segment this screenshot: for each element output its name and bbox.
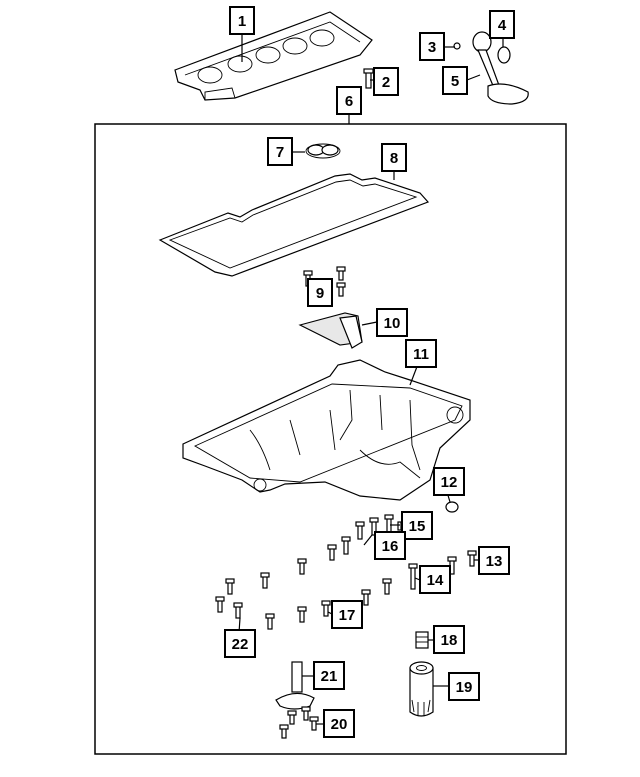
- callout-9: 9: [307, 278, 333, 307]
- part-screw-3: [453, 42, 461, 50]
- part-screws-20: [279, 706, 319, 739]
- svg-text:9: 9: [316, 285, 324, 302]
- svg-text:8: 8: [390, 150, 398, 167]
- callout-8: 8: [381, 143, 407, 172]
- callout-18: 18: [433, 625, 465, 654]
- callout-4: 4: [489, 10, 515, 39]
- callout-7: 7: [267, 137, 293, 166]
- callout-21: 21: [313, 661, 345, 690]
- svg-text:10: 10: [384, 315, 401, 332]
- svg-text:4: 4: [498, 17, 507, 34]
- svg-text:13: 13: [486, 553, 503, 570]
- svg-text:6: 6: [345, 93, 353, 110]
- part-seal-7: [305, 143, 341, 159]
- svg-text:18: 18: [441, 632, 458, 649]
- svg-text:3: 3: [428, 39, 436, 56]
- svg-text:2: 2: [382, 74, 390, 91]
- callout-10: 10: [376, 308, 408, 337]
- callout-19: 19: [448, 672, 480, 701]
- svg-text:19: 19: [456, 679, 473, 696]
- part-sensor-21: [275, 661, 315, 710]
- svg-text:1: 1: [238, 13, 246, 30]
- callout-13: 13: [478, 546, 510, 575]
- svg-text:16: 16: [382, 538, 399, 555]
- svg-text:14: 14: [427, 572, 444, 589]
- svg-text:7: 7: [276, 144, 284, 161]
- svg-text:20: 20: [331, 716, 348, 733]
- callout-17: 17: [331, 600, 363, 629]
- callout-22: 22: [224, 629, 256, 658]
- callout-2: 2: [373, 67, 399, 96]
- svg-text:17: 17: [339, 607, 356, 624]
- part-oil-pan-gasket-8: [158, 173, 430, 277]
- callout-11: 11: [405, 339, 437, 368]
- callout-5: 5: [442, 66, 468, 95]
- callout-14: 14: [419, 565, 451, 594]
- svg-text:12: 12: [441, 474, 458, 491]
- callout-12: 12: [433, 467, 465, 496]
- part-adapter-18: [415, 631, 429, 649]
- part-bolt-2: [363, 68, 374, 89]
- part-intake-manifold: [174, 11, 373, 101]
- svg-text:21: 21: [321, 668, 338, 685]
- svg-text:11: 11: [413, 346, 429, 363]
- part-oil-filter-19: [409, 661, 434, 717]
- part-oil-fill-tube-5: [472, 31, 529, 105]
- callout-1: 1: [229, 6, 255, 35]
- part-drain-plug-12: [445, 501, 459, 513]
- callout-16: 16: [374, 531, 406, 560]
- part-pickup-screen-10: [298, 312, 363, 349]
- callout-3: 3: [419, 32, 445, 61]
- callout-20: 20: [323, 709, 355, 738]
- callout-15: 15: [401, 511, 433, 540]
- svg-text:5: 5: [451, 73, 459, 90]
- part-bolt-cluster: [215, 514, 477, 630]
- callout-6: 6: [336, 86, 362, 115]
- assembly-frame: [94, 123, 567, 755]
- part-oil-pan-11: [182, 359, 471, 501]
- svg-text:22: 22: [232, 636, 249, 653]
- svg-text:15: 15: [409, 518, 426, 535]
- part-o-ring-4: [497, 46, 511, 64]
